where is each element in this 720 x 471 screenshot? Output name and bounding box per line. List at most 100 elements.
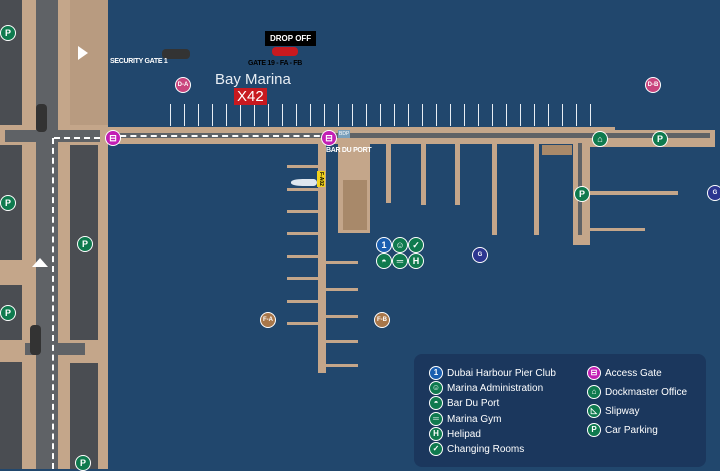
mast <box>296 104 297 126</box>
pier-club-icon: 1 <box>429 366 443 380</box>
arrow-up-icon <box>32 258 48 267</box>
pier <box>455 143 460 205</box>
mast <box>282 104 283 126</box>
zone-g-marker[interactable]: G <box>472 247 488 263</box>
zone-db-marker[interactable]: D-B <box>645 77 661 93</box>
mast <box>534 104 535 126</box>
zone-g-marker[interactable]: G <box>707 185 720 201</box>
access-gate-icon[interactable]: ⊟ <box>321 130 337 146</box>
mast <box>590 104 591 126</box>
pier-club-icon[interactable]: 1 <box>376 237 392 253</box>
car-icon <box>36 104 47 132</box>
pier-arm <box>590 191 678 195</box>
marina-administration-icon: ☺ <box>429 381 443 395</box>
mast <box>324 104 325 126</box>
route-dashed <box>54 137 110 139</box>
mast <box>562 104 563 126</box>
mast <box>380 104 381 126</box>
changing-rooms-icon[interactable]: ✓ <box>408 237 424 253</box>
mast <box>478 104 479 126</box>
legend-label: Access Gate <box>605 367 662 379</box>
plot <box>70 0 108 125</box>
finger-pier <box>326 261 358 264</box>
parking-icon[interactable]: P <box>652 131 668 147</box>
finger-pier <box>287 255 319 258</box>
dockmaster-office-icon[interactable]: ⌂ <box>592 131 608 147</box>
marina-gym-icon[interactable]: ═ <box>392 253 408 269</box>
mast <box>506 104 507 126</box>
mast <box>184 104 185 126</box>
mast <box>254 104 255 126</box>
finger-pier <box>326 364 358 367</box>
bar-du-port-label: BAR DU PORT <box>326 147 372 154</box>
parking-icon: P <box>587 423 601 437</box>
mast <box>198 104 199 126</box>
parking-icon[interactable]: P <box>0 195 16 211</box>
road-horizontal <box>5 130 105 142</box>
marina-gym-icon: ═ <box>429 412 443 426</box>
car-icon <box>162 49 190 59</box>
bar-du-port-icon: ◓ <box>429 396 443 410</box>
parking-icon[interactable]: P <box>0 25 16 41</box>
legend-item: P Car Parking <box>587 423 658 437</box>
mast <box>520 104 521 126</box>
route-dashed <box>52 138 55 469</box>
helipad-icon[interactable]: H <box>408 253 424 269</box>
marina-administration-icon[interactable]: ☺ <box>392 237 408 253</box>
legend-item: ⌂ Dockmaster Office <box>587 385 687 399</box>
mast <box>436 104 437 126</box>
changing-rooms-icon: ✓ <box>429 442 443 456</box>
car-icon <box>30 325 41 355</box>
parking-icon[interactable]: P <box>574 186 590 202</box>
zone-fa-marker[interactable]: F-A <box>260 312 276 328</box>
helipad-icon: H <box>429 427 443 441</box>
pier <box>421 143 426 205</box>
building <box>542 145 572 155</box>
parking-lot <box>0 0 22 125</box>
pier-arm <box>590 228 645 231</box>
finger-pier <box>287 232 319 235</box>
mast <box>352 104 353 126</box>
legend-label: Changing Rooms <box>447 443 525 455</box>
mast <box>408 104 409 126</box>
berth-marker[interactable]: X42 <box>234 88 267 105</box>
finger-pier <box>326 340 358 343</box>
parking-icon[interactable]: P <box>77 236 93 252</box>
legend-item: ✓ Changing Rooms <box>429 442 524 456</box>
mast <box>170 104 171 126</box>
dockmaster-office-icon: ⌂ <box>587 385 601 399</box>
mast <box>464 104 465 126</box>
finger-pier <box>326 315 358 318</box>
boat-icon <box>291 179 317 186</box>
access-gate-icon[interactable]: ⊟ <box>105 130 121 146</box>
zone-fb-marker[interactable]: F-B <box>374 312 390 328</box>
legend-label: Dockmaster Office <box>605 386 688 398</box>
pier-f <box>318 143 326 373</box>
mast <box>576 104 577 126</box>
mast <box>366 104 367 126</box>
finger-pier <box>287 188 319 191</box>
mast <box>422 104 423 126</box>
finger-pier <box>287 210 319 213</box>
security-gate-label: SECURITY GATE 1 <box>110 58 168 65</box>
building <box>343 180 367 230</box>
legend-item: ◺Slipway <box>587 404 639 418</box>
legend-item: ☺ Marina Administration <box>429 381 543 395</box>
legend-item: ◓ Bar Du Port <box>429 396 499 410</box>
mast <box>268 104 269 126</box>
parking-lot <box>70 363 98 469</box>
legend-label: Bar Du Port <box>447 397 500 409</box>
mast <box>492 104 493 126</box>
pier-road <box>110 133 710 138</box>
legend-label: Marina Administration <box>447 382 544 394</box>
zone-da-marker[interactable]: D-A <box>175 77 191 93</box>
arrow-right-icon <box>78 46 88 60</box>
legend-label: Slipway <box>605 405 640 417</box>
bdp-tag: BDP <box>338 130 351 138</box>
bar-du-port-icon[interactable]: ◓ <box>376 253 392 269</box>
parking-icon[interactable]: P <box>0 305 16 321</box>
mast <box>212 104 213 126</box>
legend-label: Car Parking <box>605 424 658 436</box>
